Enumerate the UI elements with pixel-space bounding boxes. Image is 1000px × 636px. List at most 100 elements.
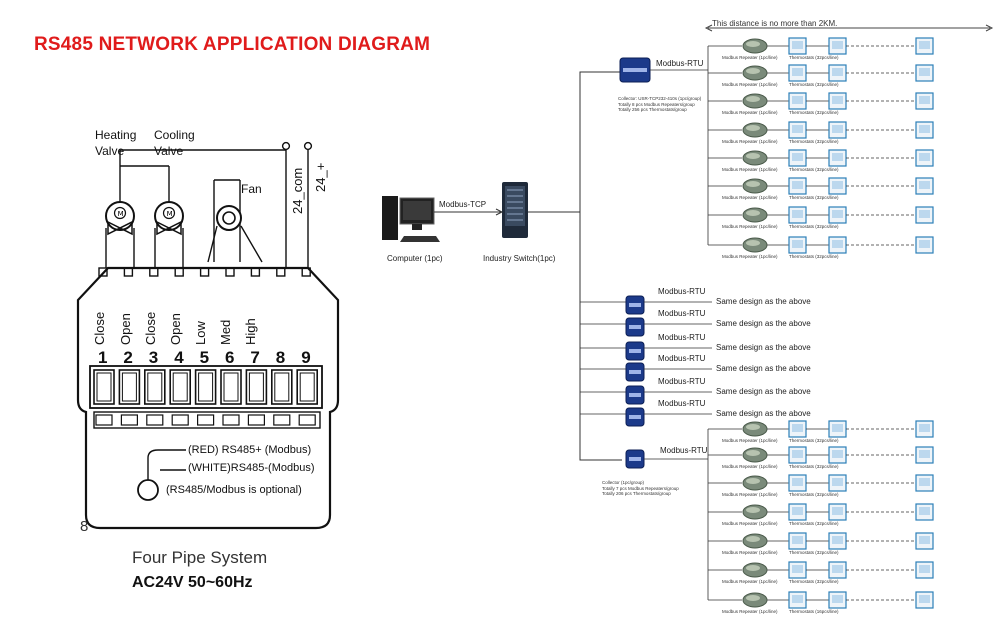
collector-port-strip — [623, 68, 647, 72]
modbus-rtu-label: Modbus-RTU — [658, 333, 706, 342]
diagram-title: RS485 NETWORK APPLICATION DIAGRAM — [34, 34, 431, 55]
terminal-screw — [296, 369, 319, 405]
thermostat-screen — [792, 595, 803, 603]
thermostat-screen — [792, 450, 803, 458]
thermostat-screen — [832, 41, 843, 49]
thermostat-screen — [832, 595, 843, 603]
collector-bottom-line1: Collector (1pc/group) — [602, 480, 645, 485]
terminal-tab — [197, 414, 215, 426]
terminal-screw — [118, 369, 141, 405]
modbus-rtu-label: Modbus-RTU — [656, 59, 704, 68]
repeater-label: Modbus Repeater (1pc/line) — [722, 254, 778, 259]
collector-top-line2: Totally 8 pcs Modbus Repeaters/group — [618, 101, 695, 107]
repeater-label: Modbus Repeater (1pc/line) — [722, 55, 778, 60]
repeater-highlight — [746, 153, 760, 159]
computer-label: Computer (1pc) — [387, 254, 443, 263]
thermostat-screen — [919, 125, 930, 133]
modbus-rtu-label: Modbus-RTU — [658, 287, 706, 296]
terminal-screw — [270, 369, 293, 405]
thermostat-line-label: Thermostats (32pcs/line) — [789, 167, 839, 172]
same-design-label: Same design as the above — [716, 364, 811, 373]
collector-port-strip — [629, 393, 641, 397]
terminal-number: 7 — [250, 348, 260, 367]
terminal-tab — [120, 414, 139, 426]
terminal-screw — [220, 369, 242, 405]
repeater-highlight — [746, 240, 760, 246]
thermostat-screen — [792, 478, 803, 486]
switch-label: Industry Switch(1pc) — [483, 254, 556, 263]
thermostat-screen — [792, 210, 803, 218]
thermostat-line-label: Thermostats (32pcs/line) — [789, 464, 839, 469]
same-design-label: Same design as the above — [716, 319, 811, 328]
repeater-label: Modbus Repeater (1pc/line) — [722, 550, 778, 555]
terminal-screw-inner — [248, 372, 264, 402]
thermostat-line-label: Thermostats (32pcs/line) — [789, 55, 839, 60]
thermostat-screen — [919, 565, 930, 573]
thermostat-line-label: Thermostats (16pcs/line) — [789, 609, 839, 614]
thermostat-screen — [919, 536, 930, 544]
fan-label: Fan — [241, 182, 262, 196]
thermostat-line-label: Thermostats (32pcs/line) — [789, 224, 839, 229]
thermostat-line-label: Thermostats (32pcs/line) — [789, 550, 839, 555]
thermostat-screen — [792, 424, 803, 432]
collector-port-strip — [629, 303, 641, 307]
thermostat-screen — [919, 96, 930, 104]
terminal-screw — [93, 369, 115, 405]
collector-top-line3: Totally 256 pcs Thermostats/group — [618, 107, 687, 112]
terminal-screw — [194, 369, 217, 405]
thermostat-screen — [832, 96, 843, 104]
system-name: Four Pipe System — [132, 548, 268, 567]
thermostat-screen — [919, 595, 930, 603]
rs485-minus-label: (WHITE)RS485-(Modbus) — [188, 462, 315, 474]
collector-port-strip — [629, 415, 641, 419]
same-design-label: Same design as the above — [716, 297, 811, 306]
fan-motor-symbol — [213, 179, 241, 262]
same-design-label: Same design as the above — [716, 409, 811, 418]
terminal-top-tab — [174, 267, 184, 277]
repeater-label: Modbus Repeater (1pc/line) — [722, 167, 778, 172]
thermostat-screen — [832, 507, 843, 515]
terminal-screw-inner — [223, 372, 239, 402]
valve-label-heating-sub: Valve — [95, 144, 125, 158]
rs485-optional-label: (RS485/Modbus is optional) — [166, 484, 302, 496]
thermostat-line-label: Thermostats (32pcs/line) — [789, 579, 839, 584]
terminal-tab — [171, 414, 189, 426]
thermostat-line-label: Thermostats (32pcs/line) — [789, 82, 839, 87]
thermostat-screen — [919, 68, 930, 76]
modbus-rtu-label: Modbus-RTU — [658, 309, 706, 318]
terminal-tab — [146, 414, 164, 426]
repeater-highlight — [746, 96, 760, 102]
rs485-plus-label: (RED) RS485+ (Modbus) — [188, 444, 312, 456]
terminal-screw — [245, 369, 268, 405]
terminal-screw — [144, 369, 166, 405]
thermostat-screen — [792, 536, 803, 544]
thermostat-line-label: Thermostats (32pcs/line) — [789, 195, 839, 200]
terminal-screw-inner — [121, 372, 137, 402]
terminal-screw-inner — [96, 372, 112, 402]
repeater-label: Modbus Repeater (1pc/line) — [722, 139, 778, 144]
thermostat-screen — [832, 240, 843, 248]
svg-text:M: M — [118, 210, 124, 218]
collector-bottom-line2: Totally 7 pcs Modbus Repeaters/group — [602, 485, 679, 491]
terminal-top-tab — [149, 267, 159, 277]
collector-port-strip — [629, 370, 641, 374]
thermostat-screen — [919, 41, 930, 49]
thermostat-screen — [919, 153, 930, 161]
thermostat-screen — [832, 424, 843, 432]
thermostat-screen — [832, 125, 843, 133]
terminal-number: 3 — [148, 348, 159, 367]
repeater-highlight — [746, 41, 760, 47]
repeater-highlight — [746, 507, 760, 513]
thermostat-screen — [832, 181, 843, 189]
thermostat-screen — [792, 41, 803, 49]
repeater-highlight — [746, 536, 760, 542]
repeater-label: Modbus Repeater (1pc/line) — [722, 609, 778, 614]
repeater-highlight — [746, 181, 760, 187]
thermostat-screen — [832, 68, 843, 76]
thermostat-screen — [792, 240, 803, 248]
thermostat-screen — [792, 153, 803, 161]
collector-port-strip — [629, 325, 641, 329]
thermostat-screen — [832, 565, 843, 573]
terminal-top-tab — [250, 267, 261, 277]
